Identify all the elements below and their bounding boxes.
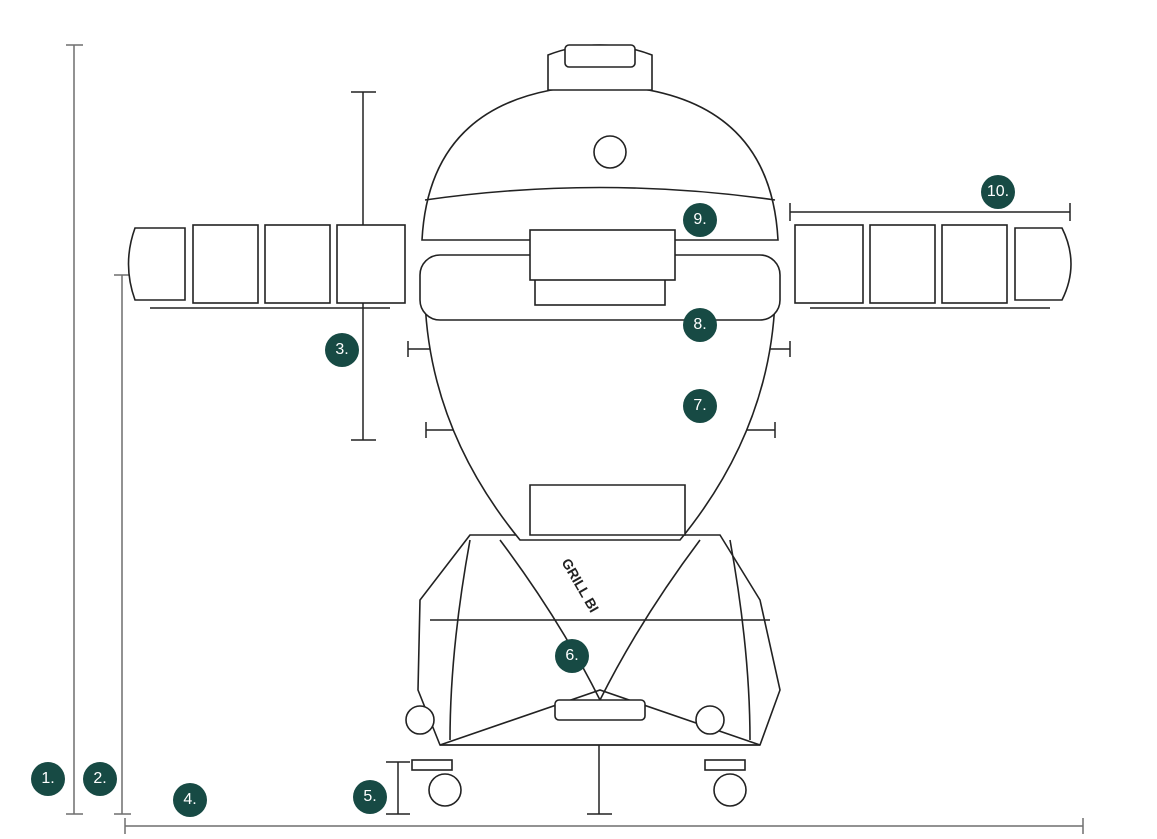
dimension-badge-3: 3. bbox=[325, 333, 359, 367]
dimension-badge-7: 7. bbox=[683, 389, 717, 423]
dimension-line-5 bbox=[386, 761, 410, 815]
dimension-line-4 bbox=[124, 818, 1084, 834]
wheels bbox=[405, 705, 747, 807]
dimension-line-1 bbox=[66, 44, 83, 815]
grill-body bbox=[424, 299, 776, 541]
firebox-vent bbox=[529, 484, 686, 536]
dimension-badge-10: 10. bbox=[981, 175, 1015, 209]
left-side-shelf bbox=[127, 224, 406, 309]
right-side-shelf bbox=[794, 224, 1072, 309]
dimension-badge-1: 1. bbox=[31, 762, 65, 796]
dimension-badge-5: 5. bbox=[353, 780, 387, 814]
dimension-line-10 bbox=[789, 203, 1071, 221]
dimension-badge-2: 2. bbox=[83, 762, 117, 796]
dimension-badge-8: 8. bbox=[683, 308, 717, 342]
dimension-badge-6: 6. bbox=[555, 639, 589, 673]
dimension-badge-4: 4. bbox=[173, 783, 207, 817]
dimension-badge-9: 9. bbox=[683, 203, 717, 237]
dimension-line-2 bbox=[114, 274, 131, 815]
grill-outline: GRILL BI bbox=[127, 44, 1072, 807]
